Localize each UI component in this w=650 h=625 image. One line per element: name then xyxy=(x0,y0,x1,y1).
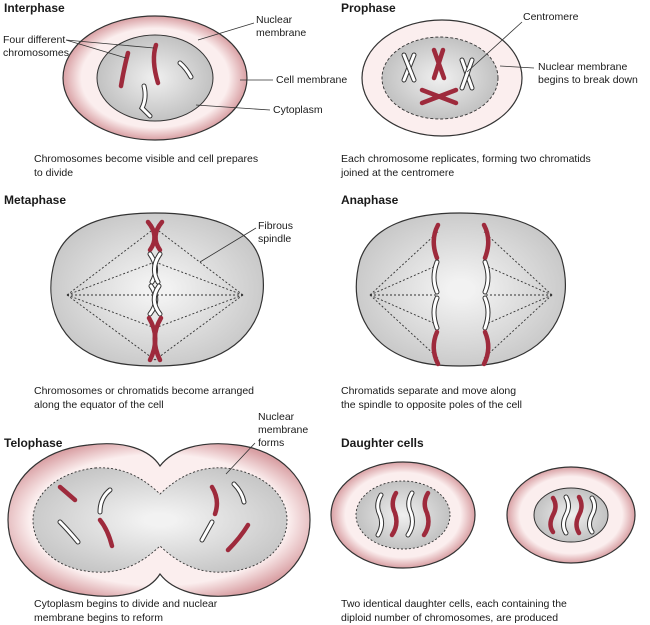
interphase-chromosome-1 xyxy=(118,50,131,89)
metaphase-cell xyxy=(50,212,264,367)
telophase-chromosome-8 xyxy=(225,522,251,553)
label-nuclear-membrane-forms: Nuclear membrane forms xyxy=(258,411,309,449)
daughter-left-nucleus xyxy=(355,480,451,550)
interphase-cell xyxy=(62,15,273,141)
anaphase-cell xyxy=(355,212,566,367)
prophase-title: Prophase xyxy=(341,1,396,15)
daughter-left-chromosome-4 xyxy=(421,490,431,538)
telophase-cytoplasm xyxy=(32,467,288,573)
daughter-cells-caption: Two identical daughter cells, each conta… xyxy=(341,598,567,624)
interphase-title: Interphase xyxy=(4,1,65,15)
telophase-chromosome-5 xyxy=(209,484,220,517)
label-centromere: Centromere xyxy=(523,11,579,23)
label-four-different-chromosomes: Four different chromosomes xyxy=(3,34,69,59)
metaphase-caption: Chromosomes or chromatids become arrange… xyxy=(34,385,255,411)
label-cytoplasm: Cytoplasm xyxy=(273,104,323,116)
daughter-cell-left xyxy=(330,461,476,569)
daughter-right-nucleus xyxy=(533,487,609,543)
label-nuclear-membrane: Nuclear membrane xyxy=(256,14,307,39)
daughter-left-chromosome-2 xyxy=(389,490,399,538)
telophase-title: Telophase xyxy=(4,436,63,450)
anaphase-caption: Chromatids separate and move along the s… xyxy=(341,385,522,411)
prophase-caption: Each chromosome replicates, forming two … xyxy=(341,153,591,179)
prophase-nucleus xyxy=(381,36,499,120)
telophase-chromosome-1 xyxy=(57,484,78,503)
anaphase-chromatids-left xyxy=(431,222,441,261)
metaphase-title: Metaphase xyxy=(4,193,67,207)
telophase-caption: Cytoplasm begins to divide and nuclear m… xyxy=(34,598,218,624)
metaphase-spindle xyxy=(66,227,244,361)
interphase-caption: Chromosomes become visible and cell prep… xyxy=(34,153,259,179)
daughter-cell-right xyxy=(506,466,636,564)
label-cell-membrane: Cell membrane xyxy=(276,74,348,86)
telophase-cell xyxy=(7,442,311,597)
interphase-chromosome-2 xyxy=(151,42,161,86)
daughter-cells-title: Daughter cells xyxy=(341,436,424,450)
anaphase-spindle xyxy=(369,231,553,359)
daughter-right-chromosome-3 xyxy=(574,494,584,536)
daughter-right-chromosome-1 xyxy=(548,495,558,535)
label-fibrous-spindle: Fibrous spindle xyxy=(258,220,294,245)
anaphase-chromatids-right xyxy=(481,222,491,261)
anaphase-cell-membrane xyxy=(355,212,566,367)
prophase-cell xyxy=(361,19,535,137)
telophase-chromosome-4 xyxy=(97,517,115,549)
label-nuclear-membrane-breaks: Nuclear membrane begins to break down xyxy=(538,61,638,86)
anaphase-title: Anaphase xyxy=(341,193,399,207)
